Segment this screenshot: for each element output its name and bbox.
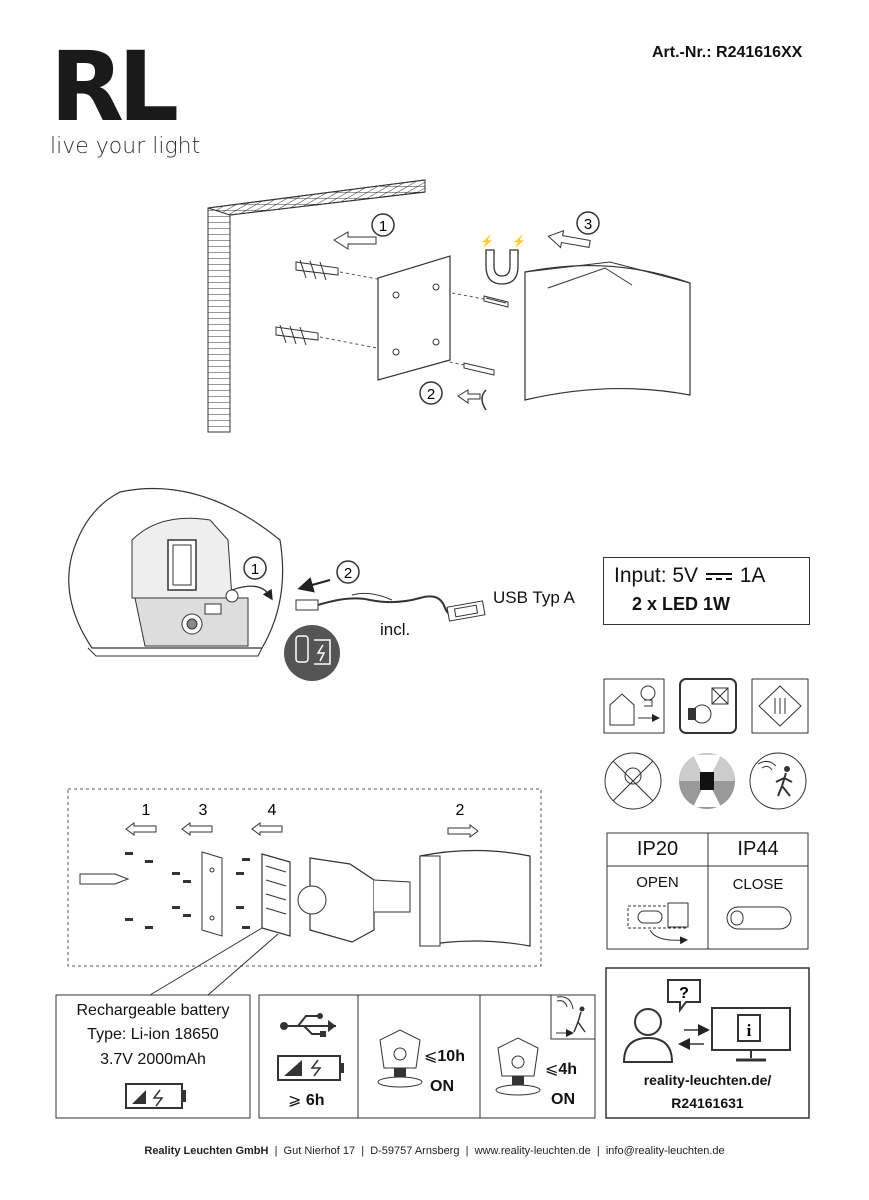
ip-table-graphics <box>606 832 809 950</box>
mounting-diagram: ⚡ ⚡ 1 2 3 <box>207 179 691 433</box>
lamp-on-icon <box>377 1029 423 1088</box>
wall-plug-icon <box>275 324 319 346</box>
footer-company: Reality Leuchten GmbH <box>144 1145 269 1157</box>
user-icon <box>622 1008 674 1063</box>
on-label: ON <box>430 1078 454 1095</box>
symbol-icons <box>603 678 809 810</box>
svg-text:1: 1 <box>379 218 387 235</box>
footer-web[interactable]: www.reality-leuchten.de <box>474 1145 591 1157</box>
footer-email[interactable]: info@reality-leuchten.de <box>605 1145 725 1157</box>
monitor-info-icon: i <box>711 1007 791 1062</box>
wall-plug-icon <box>295 259 339 281</box>
arrow-left-icon <box>457 389 487 411</box>
mounting-plate <box>377 255 451 381</box>
ip44-header: IP44 <box>737 838 779 860</box>
runtime-continuous: ⩽10h <box>424 1048 465 1065</box>
motion-sensor-icon <box>749 752 807 810</box>
up-down-light-icon <box>679 753 735 809</box>
svg-text:4: 4 <box>268 802 277 819</box>
protection-class-icon <box>751 678 809 734</box>
svg-text:2: 2 <box>344 565 352 582</box>
not-dimmable-icon <box>604 752 662 810</box>
article-label: Art.-Nr.: <box>652 44 712 61</box>
svg-text:1: 1 <box>251 561 259 578</box>
support-code: R24161631 <box>671 1095 744 1111</box>
svg-text:?: ? <box>679 985 689 1002</box>
input-voltage: Input: 5V 1A <box>614 564 766 587</box>
dc-symbol-icon <box>705 572 732 580</box>
close-label: CLOSE <box>732 876 784 893</box>
led-spec: 2 x LED 1W <box>632 594 731 614</box>
wall-lamp-body <box>524 261 691 401</box>
open-label: OPEN <box>636 874 679 891</box>
svg-text:1: 1 <box>142 802 151 819</box>
arrow-left-icon <box>547 229 591 249</box>
lamp-on-icon <box>495 1037 541 1096</box>
svg-text:3: 3 <box>584 216 592 233</box>
on-label: ON <box>551 1091 575 1108</box>
question-bubble-icon: ? <box>667 979 701 1013</box>
charging-diagram: 1 2 <box>68 487 486 681</box>
svg-text:⚡: ⚡ <box>480 235 494 248</box>
battery-charging-icon <box>277 1055 344 1081</box>
screw-icon <box>483 295 509 308</box>
svg-text:⚡: ⚡ <box>512 235 526 248</box>
svg-text:2: 2 <box>427 386 435 403</box>
motion-sensor-icon <box>550 994 596 1040</box>
battery-title: Rechargeable battery <box>76 1002 230 1019</box>
support-url[interactable]: reality-leuchten.de/ <box>643 1072 772 1088</box>
brand-logo: RL <box>50 31 179 143</box>
ip20-header: IP20 <box>636 838 679 860</box>
indoor-light-icon <box>603 678 665 734</box>
usb-c-charging-icon <box>284 625 340 681</box>
footer: Reality Leuchten GmbH | Gut Nierhof 17 |… <box>144 1145 725 1157</box>
step-3-badge: 3 <box>576 211 600 235</box>
svg-text:2: 2 <box>456 802 465 819</box>
article-number: Art.-Nr.: R241616XX <box>652 44 802 62</box>
runtime-graphics <box>258 994 596 1119</box>
article-value: R241616XX <box>716 44 803 61</box>
battery-capacity: 3.7V 2000mAh <box>100 1051 206 1068</box>
usb-type-a-label: USB Typ A <box>493 588 575 607</box>
step-2-badge: 2 <box>419 381 443 405</box>
charge-step-2-badge: 2 <box>336 560 360 584</box>
exploded-view: 1 3 4 2 <box>67 788 542 996</box>
svg-text:i: i <box>747 1021 752 1040</box>
brand-tagline: live your light <box>50 134 201 159</box>
web-support-graphics: ? i <box>605 967 810 1119</box>
charge-time: ⩾ 6h <box>288 1092 325 1109</box>
runtime-sensor: ⩽4h <box>545 1061 578 1078</box>
battery-type: Type: Li-ion 18650 <box>87 1026 219 1043</box>
non-replaceable-led-icon <box>679 678 737 734</box>
cable-included-label: incl. <box>380 620 411 639</box>
arrow-left-icon <box>333 231 377 250</box>
footer-city: D-59757 Arnsberg <box>370 1145 460 1157</box>
exchange-arrows-icon <box>678 1024 710 1050</box>
battery-box-graphics <box>55 994 251 1119</box>
magnet-icon: ⚡ ⚡ <box>480 235 526 285</box>
svg-text:3: 3 <box>199 802 208 819</box>
power-spec-box: Input: 5V 1A 2 x LED 1W <box>603 557 810 625</box>
step-1-badge: 1 <box>371 213 395 237</box>
footer-address: Gut Nierhof 17 <box>283 1145 356 1157</box>
battery-icon <box>125 1083 186 1109</box>
screw-icon <box>463 362 495 376</box>
charge-step-1-badge: 1 <box>243 556 267 580</box>
usb-icon <box>280 1013 336 1037</box>
